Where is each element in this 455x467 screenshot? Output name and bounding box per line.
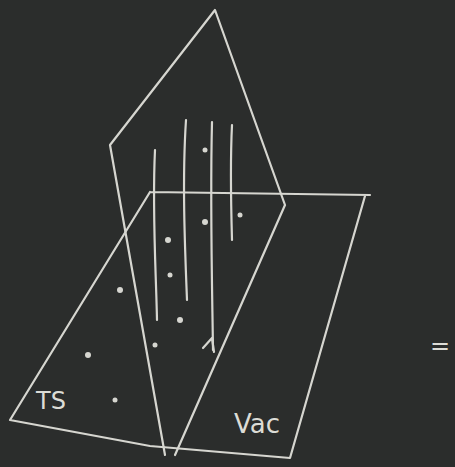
dot (153, 343, 158, 348)
dot (202, 219, 208, 225)
orbit-line (231, 125, 232, 240)
dots (85, 148, 243, 403)
dot (177, 317, 183, 323)
dot (85, 352, 91, 358)
chalk-label: Vac (232, 410, 282, 439)
dot (113, 398, 118, 403)
orbit-line (211, 122, 213, 350)
dot (238, 213, 243, 218)
chalk-label: = (428, 333, 452, 359)
arrow-head (203, 338, 214, 352)
dot (117, 287, 123, 293)
orbit-line (184, 120, 187, 300)
dot (168, 273, 173, 278)
chalk-label: TS (34, 388, 68, 414)
fiber-sheet (110, 10, 285, 455)
orbit-line (154, 150, 157, 320)
dot (203, 148, 208, 153)
plane-outline (10, 192, 370, 458)
dot (165, 237, 171, 243)
